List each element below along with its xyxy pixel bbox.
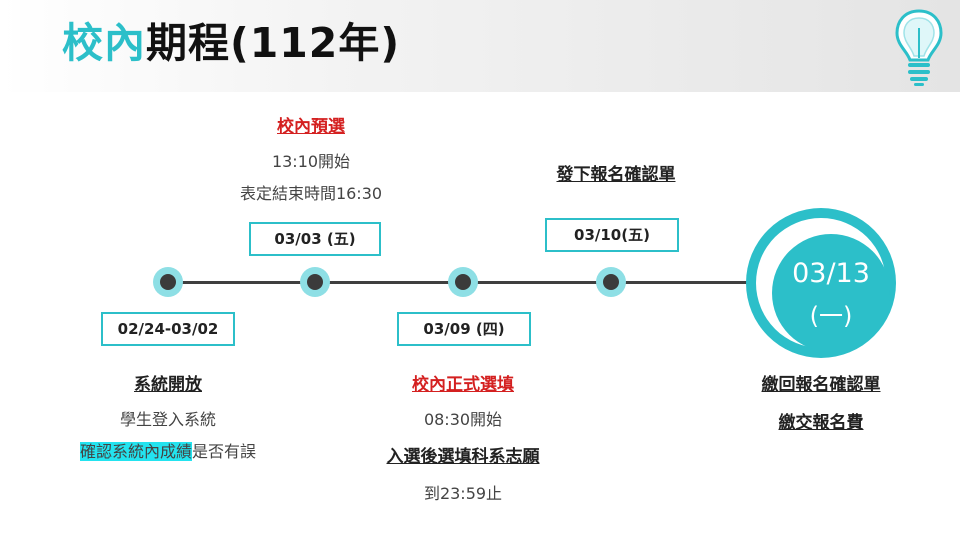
page-title-accent: 校內 bbox=[62, 19, 146, 67]
lightbulb-icon bbox=[895, 9, 943, 86]
event5-title2: 繳交報名費 bbox=[778, 413, 864, 433]
event1-line2-rest: 是否有誤 bbox=[192, 442, 257, 461]
event2-title: 校內預選 bbox=[277, 117, 345, 137]
event1-highlight-text: 確認系統內成績 bbox=[79, 442, 192, 461]
event1-line1: 學生登入系統 bbox=[119, 410, 216, 429]
event4-date-box: 03/10(五) bbox=[545, 218, 679, 252]
event5-title1: 繳回報名確認單 bbox=[761, 375, 881, 395]
header-bar: 校內期程(112年) bbox=[0, 0, 960, 92]
event5-date-line2: (一) bbox=[809, 302, 853, 330]
page-title: 校內期程(112年) bbox=[62, 8, 400, 78]
timeline-dot-1 bbox=[153, 267, 183, 297]
event2-line2: 表定結束時間16:30 bbox=[239, 184, 383, 203]
event1-date-box: 02/24-03/02 bbox=[101, 312, 235, 346]
event3-line3: 到23:59止 bbox=[423, 484, 503, 503]
event5-date-circle: 03/13 (一) bbox=[746, 208, 896, 358]
event5-date-line1: 03/13 bbox=[792, 258, 870, 289]
event1-line2: 確認系統內成績是否有誤 bbox=[48, 438, 288, 462]
event1-title: 系統開放 bbox=[134, 375, 202, 395]
timeline-dot-2 bbox=[300, 267, 330, 297]
page-title-rest: 期程(112年) bbox=[146, 19, 401, 67]
timeline-dot-3 bbox=[448, 267, 478, 297]
event3-line2: 入選後選填科系志願 bbox=[386, 447, 540, 467]
event4-title: 發下報名確認單 bbox=[556, 165, 676, 185]
event3-line1: 08:30開始 bbox=[423, 410, 503, 429]
event2-date-box: 03/03 (五) bbox=[249, 222, 381, 256]
event2-line1: 13:10開始 bbox=[271, 152, 351, 171]
timeline-dot-4 bbox=[596, 267, 626, 297]
event3-date-box: 03/09 (四) bbox=[397, 312, 531, 346]
event5-date: 03/13 (一) bbox=[772, 234, 890, 352]
event3-title: 校內正式選填 bbox=[412, 375, 514, 395]
